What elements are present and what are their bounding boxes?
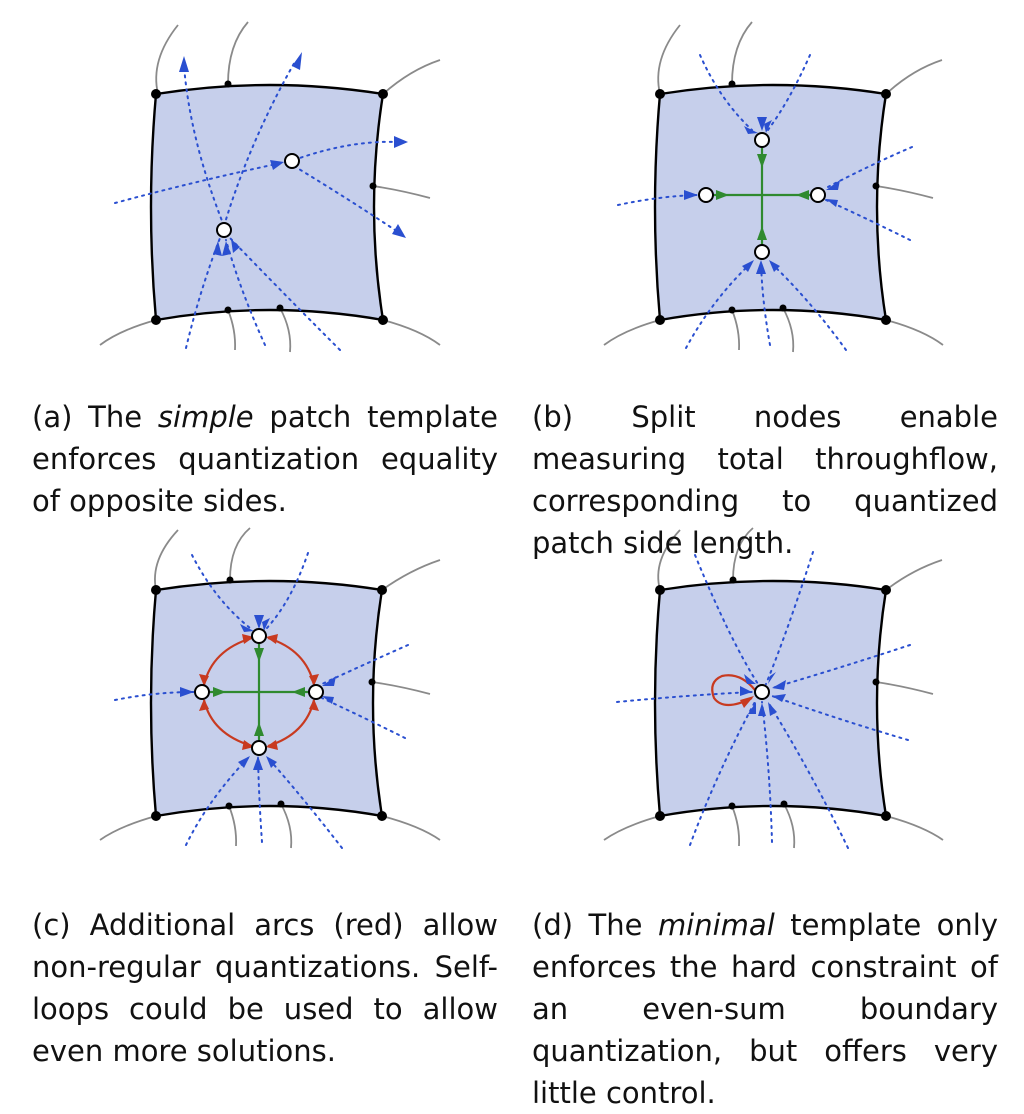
patch-outline-d [603, 527, 944, 849]
caption-d-prefix: (d) The [532, 908, 658, 942]
flow-arcs-b [617, 54, 913, 351]
template-node [284, 153, 300, 169]
caption-d: (d) The minimal template only enforces t… [532, 904, 998, 1114]
caption-c: (c) Additional arcs (red) allow non-regu… [32, 904, 498, 1072]
patch-corners-c [151, 576, 387, 821]
caption-d-emphasis: minimal [657, 908, 775, 942]
patch-corners-b [655, 80, 891, 325]
caption-b-text: (b) Split nodes enable measuring total t… [532, 400, 998, 560]
panel-a-diagram [99, 21, 441, 353]
patch-corners-d [655, 576, 891, 821]
caption-a-emphasis: simple [157, 400, 254, 434]
flow-arcs-c [114, 552, 409, 849]
patch-outline-c [99, 527, 441, 849]
patch-outline-b [603, 21, 944, 353]
self-loop-d [711, 674, 756, 708]
split-node [308, 684, 324, 700]
split-node [194, 684, 210, 700]
panel-c-diagram [99, 527, 441, 849]
caption-c-text: (c) Additional arcs (red) allow non-regu… [32, 908, 498, 1068]
caption-a: (a) The simple patch template enforces q… [32, 396, 498, 522]
extra-arcs-c [199, 634, 319, 750]
caption-a-rest: patch template enforces quantization equ… [32, 400, 498, 518]
caption-b: (b) Split nodes enable measuring total t… [532, 396, 998, 564]
minimal-node [754, 684, 770, 700]
flow-arcs-d [616, 551, 911, 849]
split-node [754, 244, 770, 260]
patch-outline-a [99, 21, 441, 353]
split-node [251, 628, 267, 644]
flow-arcs-a [114, 52, 408, 351]
patch-corners-a [151, 80, 388, 325]
caption-a-prefix: (a) The [32, 400, 158, 434]
split-node [810, 187, 826, 203]
template-node [216, 222, 232, 238]
split-node [251, 740, 267, 756]
split-node [754, 132, 770, 148]
panel-b-diagram [603, 21, 944, 353]
split-node [698, 187, 714, 203]
panel-d-diagram [603, 527, 944, 849]
split-arcs-c [209, 643, 309, 741]
split-arcs-b [713, 147, 811, 245]
